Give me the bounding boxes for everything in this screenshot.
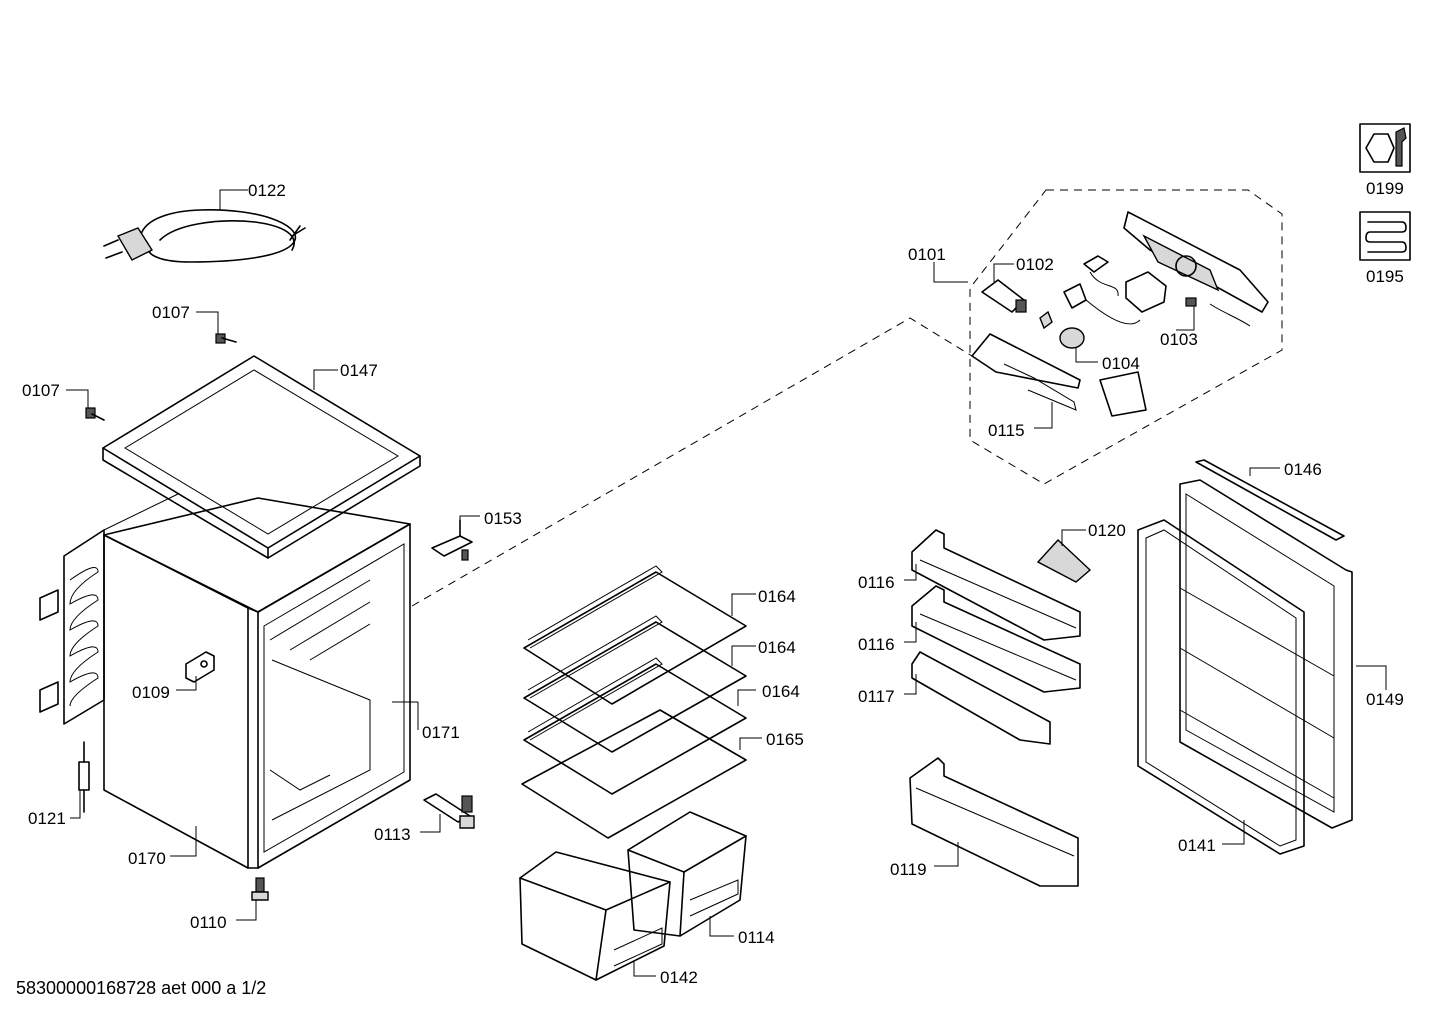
label-0114: 0114 <box>738 928 775 947</box>
label-0101: 0101 <box>908 245 946 264</box>
label-0147: 0147 <box>340 361 378 380</box>
label-0107-top: 0107 <box>152 303 190 322</box>
label-0170: 0170 <box>128 849 166 868</box>
hinge-bracket <box>185 651 215 683</box>
label-0104: 0104 <box>1102 354 1140 373</box>
label-0102: 0102 <box>1016 255 1054 274</box>
upper-hinge <box>431 519 473 561</box>
power-cord <box>103 209 306 263</box>
label-0153: 0153 <box>484 509 522 528</box>
adjustable-foot <box>251 877 269 901</box>
wrench-nut-icon <box>1359 123 1411 173</box>
label-0109: 0109 <box>132 683 170 702</box>
label-0122: 0122 <box>248 181 286 200</box>
condenser-coil <box>39 493 179 725</box>
label-0113: 0113 <box>374 825 411 844</box>
label-0165: 0165 <box>766 730 804 749</box>
glass-shelves <box>521 565 747 839</box>
label-0195: 0195 <box>1366 267 1404 286</box>
label-0142: 0142 <box>660 968 698 987</box>
door-shelves <box>909 529 1092 887</box>
label-0116-1: 0116 <box>858 573 895 592</box>
light-cover <box>971 333 1147 417</box>
cabinet-body <box>103 497 411 869</box>
label-0149: 0149 <box>1366 690 1404 709</box>
label-0107-side: 0107 <box>22 381 60 400</box>
label-0115: 0115 <box>988 421 1025 440</box>
screw-side <box>85 407 105 421</box>
light-housing <box>1123 211 1269 313</box>
label-0146: 0146 <box>1284 460 1322 479</box>
lower-hinge <box>423 793 475 829</box>
assembly-line <box>411 317 973 607</box>
label-0103: 0103 <box>1160 330 1198 349</box>
label-0171: 0171 <box>422 723 460 742</box>
worktop <box>102 355 421 559</box>
label-0116-2: 0116 <box>858 635 895 654</box>
thermostat-parts <box>1039 255 1251 349</box>
label-0164-1: 0164 <box>758 587 796 606</box>
condenser-coil-icon <box>1359 211 1411 261</box>
document-id: 58300000168728 aet 000 a 1/2 <box>16 978 267 998</box>
crisper-drawers <box>519 811 747 981</box>
label-0110: 0110 <box>190 913 227 932</box>
label-0164-3: 0164 <box>762 682 800 701</box>
bulb <box>981 279 1027 313</box>
filter-drier <box>78 741 90 813</box>
label-0117: 0117 <box>858 687 895 706</box>
label-0164-2: 0164 <box>758 638 796 657</box>
label-0199: 0199 <box>1366 179 1404 198</box>
screw-top <box>215 333 237 344</box>
label-0141: 0141 <box>1178 836 1216 855</box>
label-0121: 0121 <box>28 809 66 828</box>
door-assembly <box>1137 459 1353 855</box>
label-0120: 0120 <box>1088 521 1126 540</box>
label-0119: 0119 <box>890 860 927 879</box>
